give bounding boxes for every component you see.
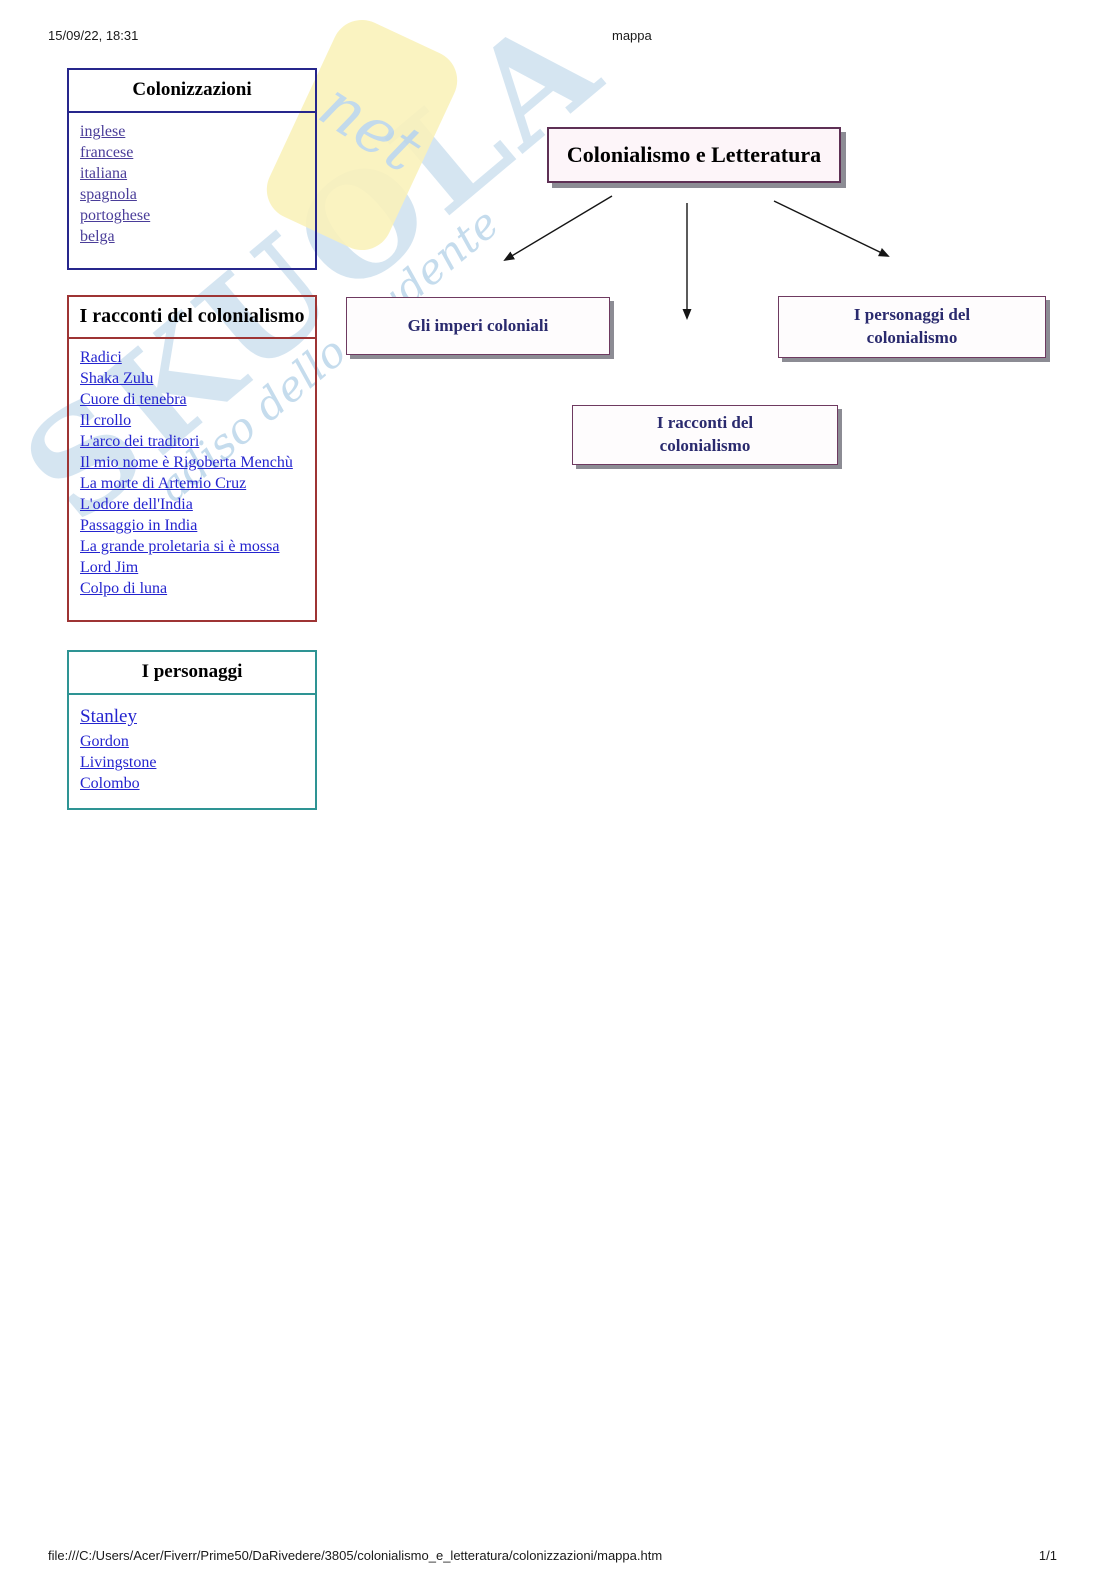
diagram-node-racconti[interactable]: I racconti del colonialismo (572, 405, 838, 465)
link-row: Shaka Zulu (80, 368, 305, 389)
colonizzazioni-link[interactable]: spagnola (80, 186, 137, 203)
box-personaggi-links: Stanley Gordon Livingstone Colombo (69, 695, 315, 804)
link-row: francese (80, 142, 305, 163)
link-row: belga (80, 226, 305, 247)
diagram-node-imperi[interactable]: Gli imperi coloniali (346, 297, 610, 355)
colonizzazioni-link[interactable]: italiana (80, 165, 128, 182)
personaggi-link[interactable]: Gordon (80, 733, 129, 750)
link-row: Radici (80, 347, 305, 368)
diagram-root-node[interactable]: Colonialismo e Letteratura (547, 127, 841, 183)
link-row: Colombo (80, 773, 305, 794)
box-colonizzazioni-title: Colonizzazioni (69, 70, 315, 113)
colonizzazioni-link[interactable]: inglese (80, 123, 126, 140)
link-row: Passaggio in India (80, 515, 305, 536)
link-row: spagnola (80, 184, 305, 205)
racconti-link[interactable]: Shaka Zulu (80, 370, 154, 387)
link-row: La morte di Artemio Cruz (80, 473, 305, 494)
colonizzazioni-link[interactable]: belga (80, 228, 115, 245)
arrow-to-personaggi (773, 200, 890, 257)
box-colonizzazioni-links: inglese francese italiana spagnola porto… (69, 113, 315, 257)
racconti-link[interactable]: Colpo di luna (80, 580, 168, 597)
header-doc-title: mappa (612, 28, 652, 43)
diagram-root-label: Colonialismo e Letteratura (566, 142, 822, 167)
racconti-link[interactable]: La morte di Artemio Cruz (80, 475, 247, 492)
arrow-to-imperi (503, 195, 613, 262)
colonizzazioni-link[interactable]: francese (80, 144, 134, 161)
racconti-link[interactable]: L'arco dei traditori (80, 433, 200, 450)
box-personaggi: I personaggi Stanley Gordon Livingstone … (67, 650, 317, 810)
link-row: Gordon (80, 731, 305, 752)
diagram-node-personaggi[interactable]: I personaggi del colonialismo (778, 296, 1046, 358)
link-row: inglese (80, 121, 305, 142)
link-row: L'arco dei traditori (80, 431, 305, 452)
personaggi-link[interactable]: Livingstone (80, 754, 157, 771)
link-row: Il mio nome è Rigoberta Menchù (80, 452, 305, 473)
diagram-node-racconti-label: I racconti del colonialismo (656, 413, 754, 455)
link-row: portoghese (80, 205, 305, 226)
link-row: Stanley (80, 703, 305, 731)
racconti-link[interactable]: Il mio nome è Rigoberta Menchù (80, 454, 293, 471)
diagram-node-imperi-label: Gli imperi coloniali (407, 315, 549, 335)
personaggi-link[interactable]: Stanley (80, 706, 137, 727)
racconti-link[interactable]: La grande proletaria si è mossa (80, 538, 280, 555)
racconti-link[interactable]: Lord Jim (80, 559, 139, 576)
colonizzazioni-link[interactable]: portoghese (80, 207, 151, 224)
footer-page-indicator: 1/1 (1038, 1548, 1057, 1563)
box-racconti-title: I racconti del colonialismo (69, 297, 315, 339)
link-row: Livingstone (80, 752, 305, 773)
link-row: Colpo di luna (80, 578, 305, 599)
box-racconti-links: Radici Shaka Zulu Cuore di tenebra Il cr… (69, 339, 315, 609)
racconti-link[interactable]: Il crollo (80, 412, 132, 429)
box-racconti: I racconti del colonialismo Radici Shaka… (67, 295, 317, 622)
diagram-node-personaggi-label: I personaggi del colonialismo (853, 305, 971, 347)
watermark-badge-text: net (306, 68, 435, 188)
link-row: italiana (80, 163, 305, 184)
box-personaggi-title: I personaggi (69, 652, 315, 695)
link-row: Lord Jim (80, 557, 305, 578)
link-row: Il crollo (80, 410, 305, 431)
racconti-link[interactable]: Passaggio in India (80, 517, 198, 534)
personaggi-link[interactable]: Colombo (80, 775, 140, 792)
header-datetime: 15/09/22, 18:31 (48, 28, 139, 43)
racconti-link[interactable]: Radici (80, 349, 122, 366)
racconti-link[interactable]: Cuore di tenebra (80, 391, 187, 408)
link-row: L'odore dell'India (80, 494, 305, 515)
box-colonizzazioni: Colonizzazioni inglese francese italiana… (67, 68, 317, 270)
footer-file-path: file:///C:/Users/Acer/Fiverr/Prime50/DaR… (48, 1548, 663, 1563)
racconti-link[interactable]: L'odore dell'India (80, 496, 193, 513)
link-row: La grande proletaria si è mossa (80, 536, 305, 557)
link-row: Cuore di tenebra (80, 389, 305, 410)
